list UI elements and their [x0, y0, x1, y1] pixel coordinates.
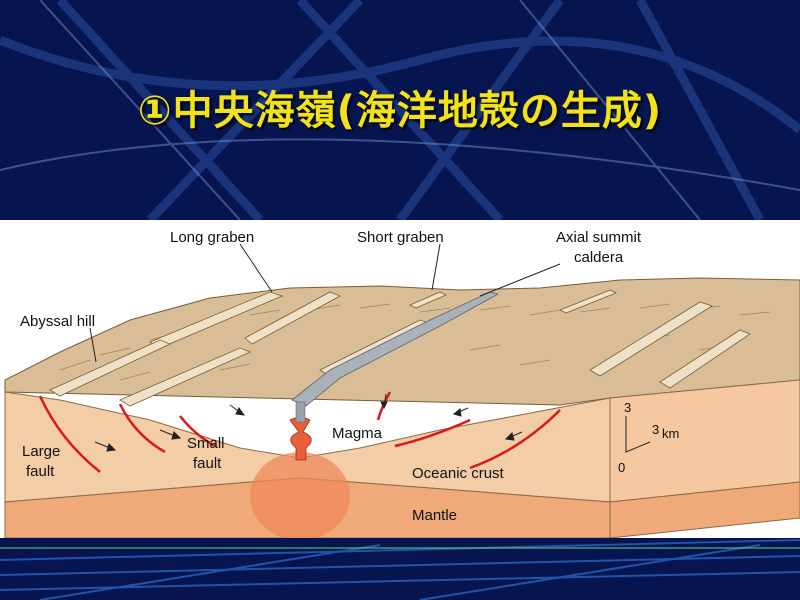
label-large-fault-1: Large: [22, 443, 60, 460]
axial-summit-caldera: [291, 291, 500, 407]
scale-bottom-label: 0: [618, 460, 625, 475]
slide-title: ①中央海嶺(海洋地殻の生成): [137, 88, 663, 134]
large-fault: [38, 395, 101, 473]
magma-plume: [250, 452, 350, 538]
label-small-fault-2: fault: [193, 455, 222, 472]
label-axial-summit-1: Axial summit: [556, 229, 642, 246]
small-fault: [179, 415, 216, 448]
label-axial-summit-2: caldera: [574, 249, 624, 266]
label-magma: Magma: [332, 425, 383, 442]
label-long-graben: Long graben: [170, 229, 254, 246]
scale-km-number: 3: [652, 422, 659, 437]
label-small-fault-1: Small: [187, 435, 225, 452]
scale-km-unit: km: [662, 426, 679, 441]
mid-ocean-ridge-diagram: Long graben Short graben Axial summit ca…: [0, 220, 800, 538]
label-short-graben: Short graben: [357, 229, 444, 246]
scale-top-label: 3: [624, 400, 631, 415]
label-oceanic-crust: Oceanic crust: [412, 465, 505, 482]
label-mantle: Mantle: [412, 507, 457, 524]
label-large-fault-2: fault: [26, 463, 55, 480]
label-abyssal-hill: Abyssal hill: [20, 313, 95, 330]
